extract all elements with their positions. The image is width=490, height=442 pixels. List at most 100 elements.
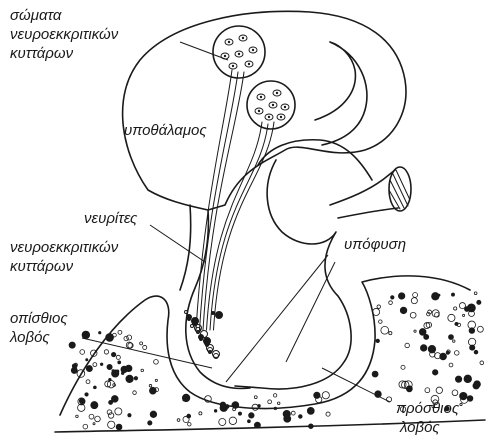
cell-bodies-label-line3: κυττάρων <box>10 44 118 63</box>
bone-pore <box>477 326 483 332</box>
bone-pore <box>238 412 241 415</box>
bone-pore <box>254 422 260 428</box>
bone-pore <box>470 345 475 350</box>
axon-terminal <box>204 338 211 345</box>
bone-pore <box>249 413 254 418</box>
bone-pore <box>112 370 119 377</box>
bone-pore <box>187 414 191 418</box>
bone-pore <box>95 416 101 422</box>
bone-pore <box>401 365 405 369</box>
axon-terminal <box>216 312 223 319</box>
bone-pore <box>85 393 88 396</box>
bone-pore <box>106 333 114 341</box>
bone-pore <box>455 376 461 382</box>
posterior-lobe-label: οπίσθιος λοβός <box>10 309 68 347</box>
bone-pore <box>454 351 459 356</box>
neuron-soma <box>277 114 285 120</box>
bone-pore <box>121 372 124 375</box>
bone-pore <box>107 364 112 369</box>
neuron-soma <box>245 61 253 67</box>
bone-pore <box>182 394 189 401</box>
bone-pore <box>118 330 122 334</box>
bone-pore <box>432 293 439 300</box>
bone-pore <box>449 363 453 367</box>
bone-pore <box>219 418 226 425</box>
pointer-cell-bodies <box>180 42 228 60</box>
bone-pore <box>459 303 465 309</box>
bone-pore <box>134 377 137 380</box>
bone-pore <box>379 320 383 324</box>
bone-pore <box>148 421 152 425</box>
bone-pore <box>79 398 85 404</box>
bone-pore <box>268 400 272 404</box>
axon-terminal <box>187 315 192 320</box>
bone-pore <box>376 339 380 343</box>
posterior-lobe-label-line1: οπίσθιος <box>10 309 68 328</box>
bone-pore <box>473 383 479 389</box>
neuron-soma <box>257 94 265 100</box>
bone-pore <box>115 408 122 415</box>
bone-pore <box>468 338 475 345</box>
bone-pore <box>428 345 436 353</box>
anterior-lobe-label: πρόσθιος λοβός <box>396 399 459 437</box>
bone-pore <box>451 293 454 296</box>
bone-pore <box>389 301 393 305</box>
inner-fold <box>258 140 372 180</box>
bone-pore <box>463 314 465 316</box>
axons-label-line2: νευροεκκριτικών <box>10 238 137 257</box>
bone-pore <box>454 307 457 310</box>
optic-tube <box>330 170 398 218</box>
bone-pore <box>86 380 90 384</box>
bone-pore <box>247 420 250 423</box>
pointer-axons <box>150 225 205 262</box>
bone-pore <box>389 332 392 335</box>
bone-pore <box>446 351 449 354</box>
bone-pore <box>460 403 462 405</box>
hypothalamus-outline <box>123 11 406 210</box>
bone-pore <box>474 350 478 354</box>
neuron-soma <box>225 39 233 45</box>
bone-pore <box>111 396 118 403</box>
bone-pore <box>86 359 88 361</box>
anterior-lobe-label-line1: πρόσθιος <box>396 399 459 418</box>
axon-terminal <box>192 318 199 325</box>
bone-pore <box>86 366 92 372</box>
bone-pore <box>104 350 108 354</box>
bone-pore <box>126 375 133 382</box>
hypothalamus-label: υποθάλαμος <box>124 121 207 140</box>
bone-pore <box>93 363 97 367</box>
pituitary-label: υπόφυση <box>344 235 406 254</box>
bone-pore <box>127 335 132 340</box>
bone-pore <box>377 305 381 309</box>
bone-pore <box>453 340 455 342</box>
bone-pore <box>432 370 437 375</box>
bone-pore <box>89 414 94 419</box>
cell-bodies-label: σώματα νευροεκκριτικών κυττάρων <box>10 6 118 63</box>
bone-pore <box>125 365 132 372</box>
bone-pore <box>381 326 389 334</box>
bone-pore <box>277 402 280 405</box>
bone-pore <box>111 352 115 356</box>
posterior-lobe-label-line2: λοβός <box>10 328 68 347</box>
bone-pore <box>391 296 394 299</box>
bone-pore <box>398 293 404 299</box>
axons-label-line3: κυττάρων <box>10 257 137 276</box>
axons-label-line1: νευρίτες <box>70 209 137 228</box>
bone-pore <box>425 388 430 393</box>
bone-pore <box>93 423 95 425</box>
bone-pore <box>477 300 481 304</box>
bone-pore <box>80 350 85 355</box>
axon-terminal <box>191 325 194 328</box>
neuron-soma <box>269 102 277 108</box>
bone-pore <box>440 353 447 360</box>
bone-pore <box>326 412 330 416</box>
bone-pore <box>419 329 426 336</box>
sella-outline <box>60 276 470 415</box>
neuron-soma <box>281 104 289 110</box>
bone-pore <box>154 360 159 365</box>
bone-pore <box>420 345 427 352</box>
bone-pore <box>72 364 77 369</box>
bone-pore <box>252 404 258 410</box>
bone-pore <box>372 371 378 377</box>
bone-pore <box>229 417 237 425</box>
